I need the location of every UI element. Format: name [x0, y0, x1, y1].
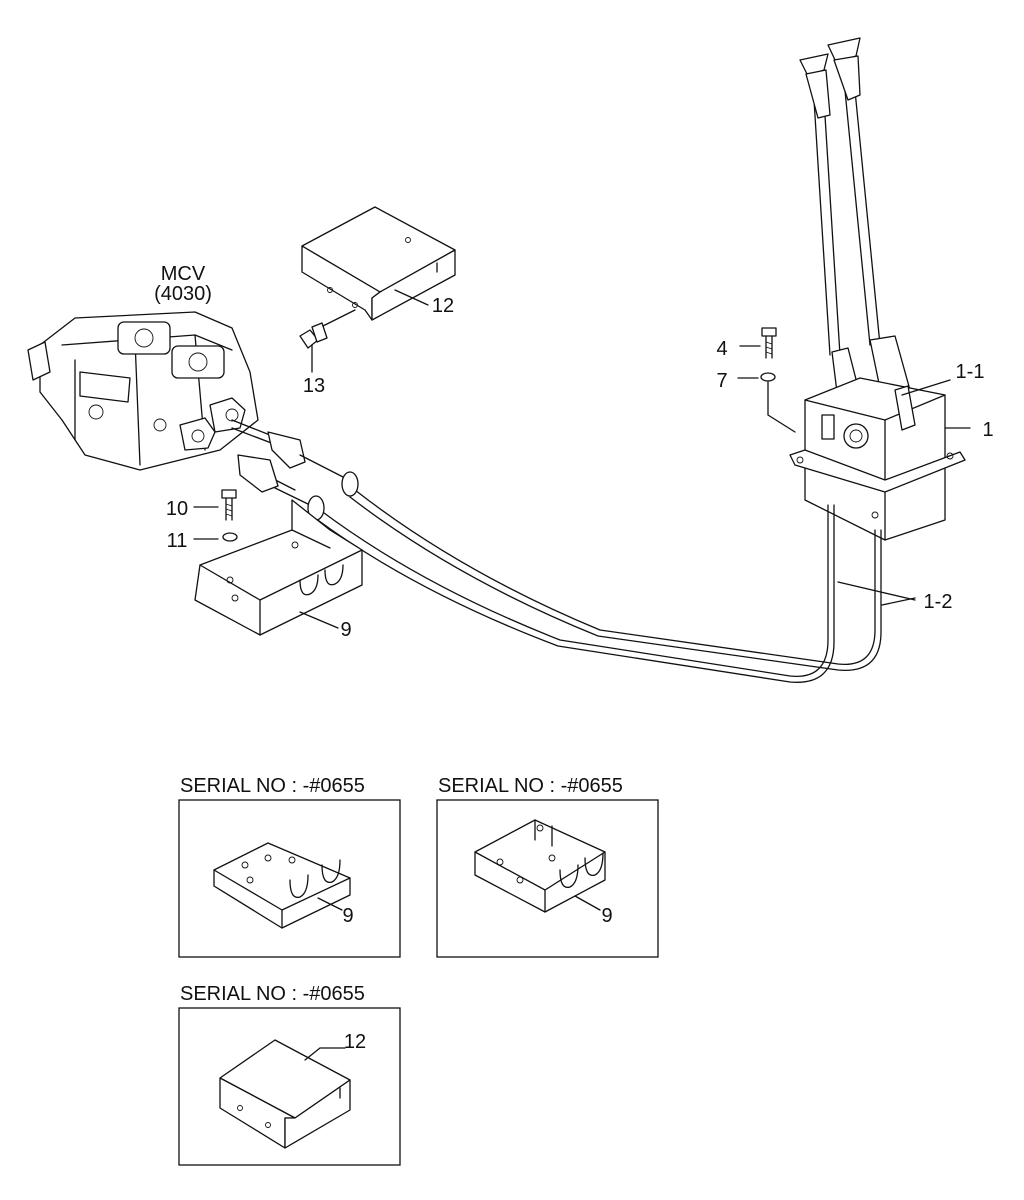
- control-lever-assembly: [789, 37, 966, 541]
- bolt-4: [761, 327, 777, 359]
- callout-12: 12: [432, 295, 454, 317]
- bolt-13: [299, 309, 356, 349]
- inset-1-caption: SERIAL NO : -#0655: [180, 775, 365, 797]
- inset-3-caption: SERIAL NO : -#0655: [180, 983, 365, 1005]
- inset-2-part: 9: [601, 905, 612, 927]
- callout-11: 11: [167, 530, 188, 552]
- callout-1-2: 1-2: [924, 591, 953, 613]
- callout-1-1: 1-1: [956, 361, 985, 383]
- washer-11: [222, 532, 238, 542]
- cover-plate-12: [301, 206, 456, 321]
- bolt-10: [221, 489, 237, 521]
- callout-13: 13: [303, 375, 325, 397]
- inset-1-part: 9: [342, 905, 353, 927]
- inset-3: SERIAL NO : -#0655 12: [178, 983, 401, 1166]
- mcv-model-label: (4030): [154, 283, 212, 305]
- callout-1: 1: [982, 419, 993, 441]
- callout-4: 4: [716, 338, 727, 360]
- callout-7: 7: [716, 370, 727, 392]
- callout-10: 10: [166, 498, 188, 520]
- washer-7: [760, 372, 776, 382]
- inset-3-part: 12: [344, 1031, 366, 1053]
- control-cables: [231, 419, 882, 683]
- inset-2: SERIAL NO : -#0655 9: [436, 775, 659, 958]
- inset-1: SERIAL NO : -#0655 9: [178, 775, 401, 958]
- mcv-valve: [27, 311, 259, 471]
- bracket-9: [194, 499, 363, 636]
- mcv-label: MCV: [161, 263, 206, 285]
- callout-9: 9: [340, 619, 351, 641]
- inset-2-caption: SERIAL NO : -#0655: [438, 775, 623, 797]
